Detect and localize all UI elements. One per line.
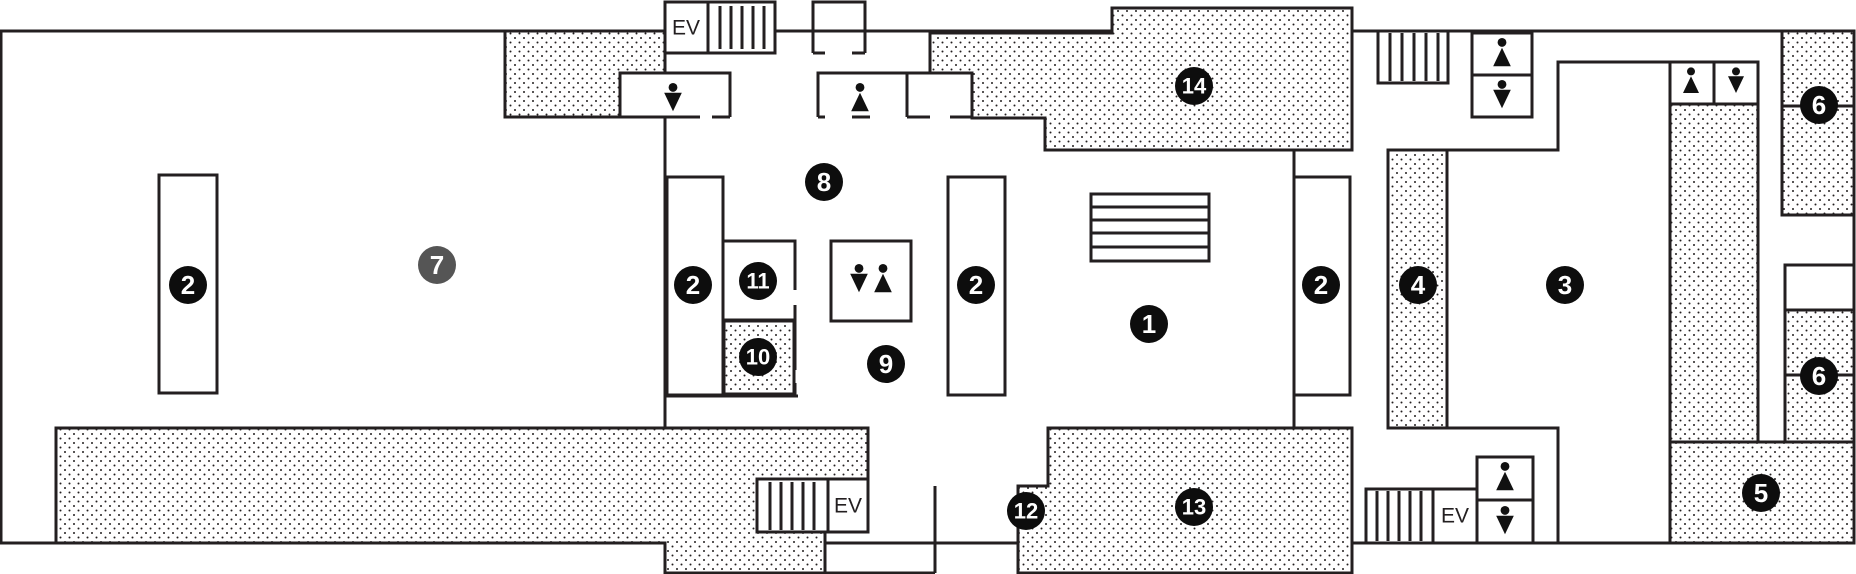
stairs-icon [1375, 491, 1423, 541]
shop-right-strip[interactable] [1668, 102, 1760, 444]
svg-text:13: 13 [1182, 495, 1206, 520]
marker-2[interactable]: 2 [957, 266, 995, 304]
shop-bottom-left [54, 426, 870, 574]
svg-text:8: 8 [817, 167, 831, 197]
counter-left [157, 173, 219, 395]
escalator[interactable] [1089, 192, 1211, 263]
svg-text:2: 2 [181, 270, 195, 300]
marker-13[interactable]: 13 [1175, 488, 1213, 526]
restroom-multipurpose[interactable] [829, 239, 913, 323]
marker-2[interactable]: 2 [674, 266, 712, 304]
stairs-icon [768, 482, 816, 530]
svg-text:5: 5 [1754, 478, 1768, 508]
marker-12[interactable]: 12 [1007, 492, 1045, 530]
marker-10[interactable]: 10 [739, 338, 777, 376]
stairs-icon [1388, 33, 1440, 81]
svg-text:10: 10 [746, 345, 770, 370]
svg-text:11: 11 [746, 269, 769, 294]
elevator-bottom-left[interactable] [826, 477, 870, 534]
marker-6[interactable]: 6 [1800, 86, 1838, 124]
marker-9[interactable]: 9 [867, 345, 905, 383]
svg-text:6: 6 [1812, 90, 1826, 120]
svg-text:2: 2 [686, 270, 700, 300]
elevator-top-label: EV [672, 17, 700, 40]
svg-text:4: 4 [1411, 270, 1426, 300]
elevator-bottom-right[interactable] [1431, 487, 1479, 545]
marker-7[interactable]: 7 [418, 246, 456, 284]
marker-14[interactable]: 14 [1175, 67, 1213, 105]
svg-text:2: 2 [1314, 270, 1328, 300]
escalator-icon [1091, 205, 1209, 249]
svg-text:12: 12 [1014, 499, 1038, 524]
marker-4[interactable]: 4 [1399, 266, 1437, 304]
zone-7-hall [54, 29, 870, 574]
svg-text:2: 2 [969, 270, 983, 300]
marker-8[interactable]: 8 [805, 163, 843, 201]
stairs-icon [718, 6, 766, 49]
shop-14[interactable] [928, 6, 1354, 152]
svg-text:6: 6 [1812, 361, 1826, 391]
marker-11[interactable]: 11 [739, 262, 777, 300]
passage-top [811, 0, 867, 53]
svg-text:14: 14 [1182, 74, 1207, 99]
svg-text:9: 9 [879, 349, 893, 379]
elevator-bottom-left-label: EV [834, 495, 862, 518]
marker-1[interactable]: 1 [1130, 305, 1168, 343]
marker-2[interactable]: 2 [169, 266, 207, 304]
marker-3[interactable]: 3 [1546, 266, 1584, 304]
marker-2[interactable]: 2 [1302, 266, 1340, 304]
area-markers: 1 2 2 2 2 3 4 5 6 6 7 8 9 10 11 12 13 14 [169, 67, 1838, 530]
svg-text:3: 3 [1558, 270, 1572, 300]
svg-text:1: 1 [1142, 309, 1156, 339]
svg-text:7: 7 [430, 250, 444, 280]
marker-6[interactable]: 6 [1800, 357, 1838, 395]
marker-5[interactable]: 5 [1742, 474, 1780, 512]
elevator-bottom-right-label: EV [1441, 505, 1469, 528]
